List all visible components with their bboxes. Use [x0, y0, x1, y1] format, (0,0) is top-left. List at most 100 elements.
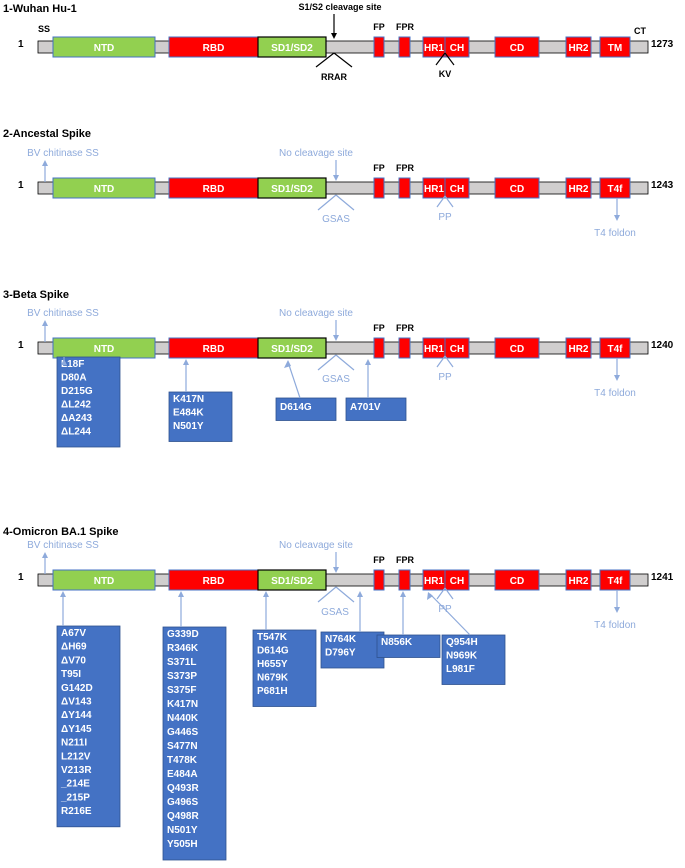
domain-fpr — [398, 177, 411, 199]
domain-label-sd1-sd2: SD1/SD2 — [271, 576, 313, 587]
mutation-label: G142D — [61, 683, 93, 694]
rrar-bracket-left — [315, 52, 335, 68]
gsas-bracket-right — [335, 194, 355, 211]
pp-bracket-right — [444, 195, 454, 208]
mutation-label: D796Y — [325, 648, 356, 659]
mutation-label: _214E — [60, 779, 90, 790]
kv-bracket-right — [444, 52, 455, 66]
no-cleavage-label: No cleavage site — [279, 148, 353, 159]
mutation-label: N501Y — [167, 825, 198, 836]
domain-ch — [444, 36, 470, 58]
mutation-label: S477N — [167, 741, 198, 752]
mutation-label: N501Y — [173, 421, 204, 432]
panel-title: 1-Wuhan Hu-1 — [3, 3, 77, 15]
domain-label-ch: CH — [450, 576, 464, 587]
pp-bracket-right — [444, 587, 454, 600]
fpr-label: FPR — [396, 323, 415, 333]
gsas-bracket-left — [317, 194, 337, 211]
panel-title: 3-Beta Spike — [3, 289, 69, 301]
kv-label: KV — [439, 69, 452, 79]
domain-fp — [373, 177, 385, 199]
fp-label: FP — [373, 555, 385, 565]
domain-label-cd: CD — [510, 184, 524, 195]
domain-label-rbd: RBD — [203, 184, 225, 195]
mutation-label: H655Y — [257, 659, 288, 670]
kv-bracket-left — [435, 52, 446, 66]
mutation-box — [441, 634, 506, 685]
start-residue: 1 — [18, 39, 24, 50]
domain-c-term — [599, 569, 631, 591]
mutation-label: G446S — [167, 727, 198, 738]
fpr-label: FPR — [396, 22, 415, 32]
mutation-label: S375F — [167, 685, 196, 696]
domain-label-hr2: HR2 — [568, 43, 588, 54]
gsas-bracket-left — [317, 586, 337, 603]
pp-bracket-right — [444, 355, 454, 368]
mutation-label: N764K — [325, 634, 357, 645]
mutation-arrow-head — [284, 360, 291, 368]
domain-cd — [494, 337, 540, 359]
mutation-label: N856K — [381, 637, 413, 648]
mutation-arrow-head — [61, 359, 67, 365]
domain-label-ch: CH — [450, 43, 464, 54]
gsas-label: GSAS — [322, 214, 350, 225]
bv-chitinase-label: BV chitinase SS — [27, 148, 99, 159]
domain-fpr — [398, 569, 411, 591]
domain-label-ntd: NTD — [94, 344, 115, 355]
domain-label-c-term: T4f — [608, 344, 624, 355]
domain-hr2 — [565, 177, 592, 199]
mutation-label: ΔA243 — [61, 413, 93, 424]
start-residue: 1 — [18, 572, 24, 583]
mutation-label: E484K — [173, 408, 204, 419]
mutation-box — [275, 397, 337, 421]
mutation-label: T547K — [257, 632, 288, 643]
pp-bracket-left — [436, 355, 446, 368]
mutation-label: T478K — [167, 755, 198, 766]
mutation-label: P681H — [257, 686, 288, 697]
no-cleavage-arrow-head — [333, 567, 339, 573]
domain-ntd — [52, 36, 156, 58]
domain-label-sd1-sd2: SD1/SD2 — [271, 43, 313, 54]
mutation-label: S371L — [167, 657, 196, 668]
domain-sd1-sd2 — [257, 569, 327, 591]
fp-label: FP — [373, 323, 385, 333]
domain-fpr — [398, 337, 411, 359]
mutation-label: D614G — [257, 646, 289, 657]
domain-c-term — [599, 36, 631, 58]
bv-chitinase-label: BV chitinase SS — [27, 540, 99, 551]
ss-label: SS — [38, 24, 50, 34]
mutation-label: ΔH69 — [61, 642, 87, 653]
fpr-label: FPR — [396, 555, 415, 565]
cleavage-arrow-head — [331, 33, 337, 39]
domain-ntd — [52, 177, 156, 199]
foldon-label: T4 foldon — [594, 620, 636, 631]
domain-sd1-sd2 — [257, 337, 327, 359]
end-residue: 1243 — [651, 180, 674, 191]
fp-label: FP — [373, 22, 385, 32]
mutation-arrow-head — [400, 591, 406, 597]
mutation-label: N440K — [167, 713, 199, 724]
domain-ch — [444, 569, 470, 591]
mutation-box — [376, 634, 441, 658]
mutation-label: G496S — [167, 797, 198, 808]
domain-label-sd1-sd2: SD1/SD2 — [271, 184, 313, 195]
domain-cd — [494, 36, 540, 58]
mutation-arrow-head — [365, 359, 371, 365]
mutation-label: K417N — [173, 394, 204, 405]
foldon-arrow-head — [614, 607, 620, 613]
mutation-box — [320, 631, 385, 669]
mutation-label: N211I — [61, 738, 87, 749]
mutation-box — [252, 629, 317, 707]
foldon-label: T4 foldon — [594, 388, 636, 399]
bv-arrow-head — [42, 552, 48, 558]
domain-fp — [373, 36, 385, 58]
mutation-label: R216E — [61, 806, 92, 817]
mutation-label: E484A — [167, 769, 198, 780]
panel-title: 2-Ancestal Spike — [3, 128, 91, 140]
gsas-label: GSAS — [322, 374, 350, 385]
gsas-bracket-left — [317, 354, 337, 371]
domain-hr2 — [565, 36, 592, 58]
mutation-label: S373P — [167, 671, 197, 682]
mutation-label: Q954H — [446, 637, 478, 648]
